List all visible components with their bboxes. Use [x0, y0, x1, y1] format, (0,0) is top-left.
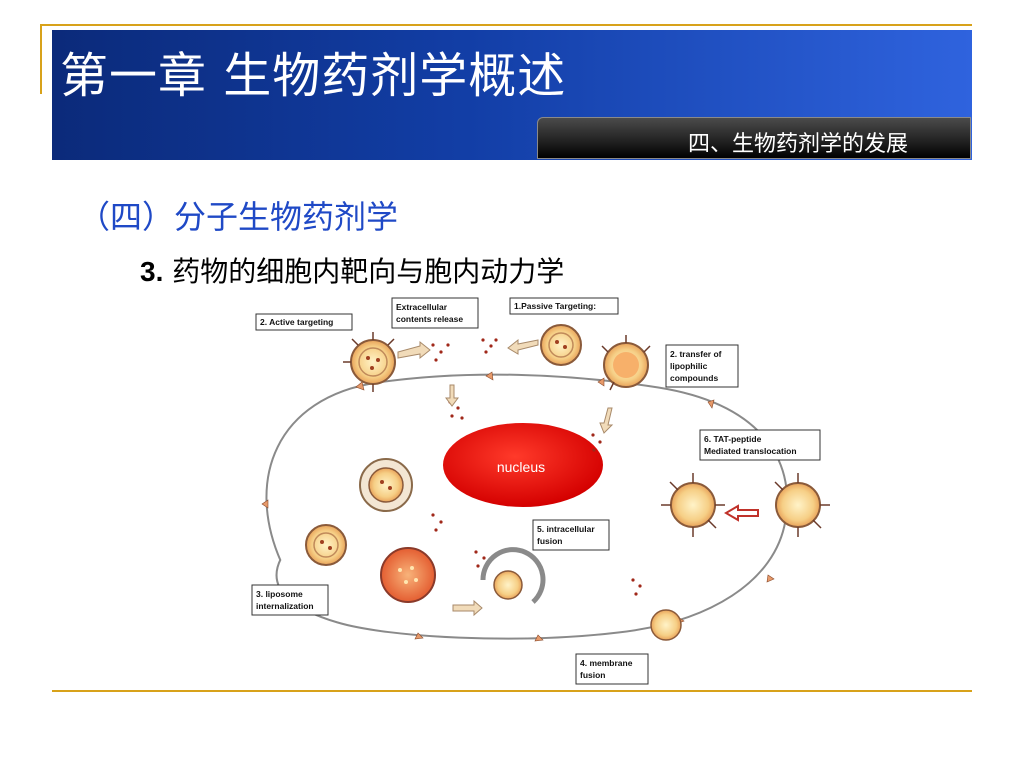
- label-lipophilic-transfer: 2. transfer of lipophilic compounds: [665, 344, 739, 388]
- label-membrane-fusion: 4. membrane fusion: [575, 653, 649, 685]
- sub-heading-number: 3.: [140, 256, 164, 287]
- membrane-fusion-liposome: [650, 609, 682, 641]
- label-membrane-line2: fusion: [580, 670, 606, 680]
- label-liposome-line1: 3. liposome: [256, 589, 303, 599]
- liposome-active-targeting: [343, 332, 396, 392]
- label-membrane-line1: 4. membrane: [580, 658, 633, 668]
- header-subtitle-label: 四、生物药剂学的发展: [687, 132, 908, 157]
- label-passive-targeting-text: 1.Passive Targeting:: [514, 301, 596, 311]
- label-passive-targeting: 1.Passive Targeting:: [509, 297, 619, 315]
- sub-heading: 3. 药物的细胞内靶向与胞内动力学: [140, 250, 564, 290]
- intracellular-fusion: [480, 547, 546, 604]
- label-intracellular-fusion: 5. intracellular fusion: [532, 519, 610, 551]
- nucleus-label: nucleus: [497, 459, 545, 475]
- section-heading: （四）分子生物药剂学: [78, 198, 399, 236]
- label-transfer-line3: compounds: [670, 373, 718, 383]
- label-intracellular-line1: 5. intracellular: [537, 524, 595, 534]
- top-accent-rule: [40, 24, 972, 26]
- sub-heading-text: 药物的细胞内靶向与胞内动力学: [163, 255, 565, 288]
- liposome-lipophilic-transfer: [601, 335, 651, 391]
- liposome-passive-targeting: [540, 324, 582, 366]
- released-drug-dots: [431, 338, 642, 596]
- label-tat-peptide: 6. TAT-peptide Mediated translocation: [699, 429, 821, 461]
- pathway-arrows: [397, 338, 759, 617]
- late-endosome: [380, 547, 436, 603]
- label-transfer-line1: 2. transfer of: [670, 349, 722, 359]
- label-extracellular-line1: Extracellular: [396, 302, 448, 312]
- endosome-liposome: [359, 458, 413, 512]
- liposome-internalizing: [305, 524, 347, 566]
- label-liposome-line2: internalization: [256, 601, 314, 611]
- tat-peptide-liposome-inside: [661, 473, 725, 537]
- label-extracellular-line2: contents release: [396, 314, 463, 324]
- label-liposome-internalization: 3. liposome internalization: [251, 584, 329, 616]
- tat-peptide-liposome-outside: [774, 473, 830, 537]
- slide-title: 第一章 生物药剂学概述: [60, 48, 567, 104]
- label-tat-line2: Mediated translocation: [704, 446, 797, 456]
- intracellular-targeting-diagram: nucleus: [251, 297, 830, 685]
- left-accent-rule: [40, 24, 42, 94]
- label-intracellular-line2: fusion: [537, 536, 563, 546]
- nucleus: [443, 423, 603, 507]
- label-tat-line1: 6. TAT-peptide: [704, 434, 762, 444]
- label-active-targeting-text: 2. Active targeting: [260, 317, 333, 327]
- label-extracellular: Extracellular contents release: [391, 297, 479, 329]
- label-transfer-line2: lipophilic: [670, 361, 708, 371]
- label-active-targeting: 2. Active targeting: [255, 313, 353, 331]
- bottom-accent-rule: [52, 690, 972, 692]
- header-subtitle-tab: 四、生物药剂学的发展: [537, 117, 971, 159]
